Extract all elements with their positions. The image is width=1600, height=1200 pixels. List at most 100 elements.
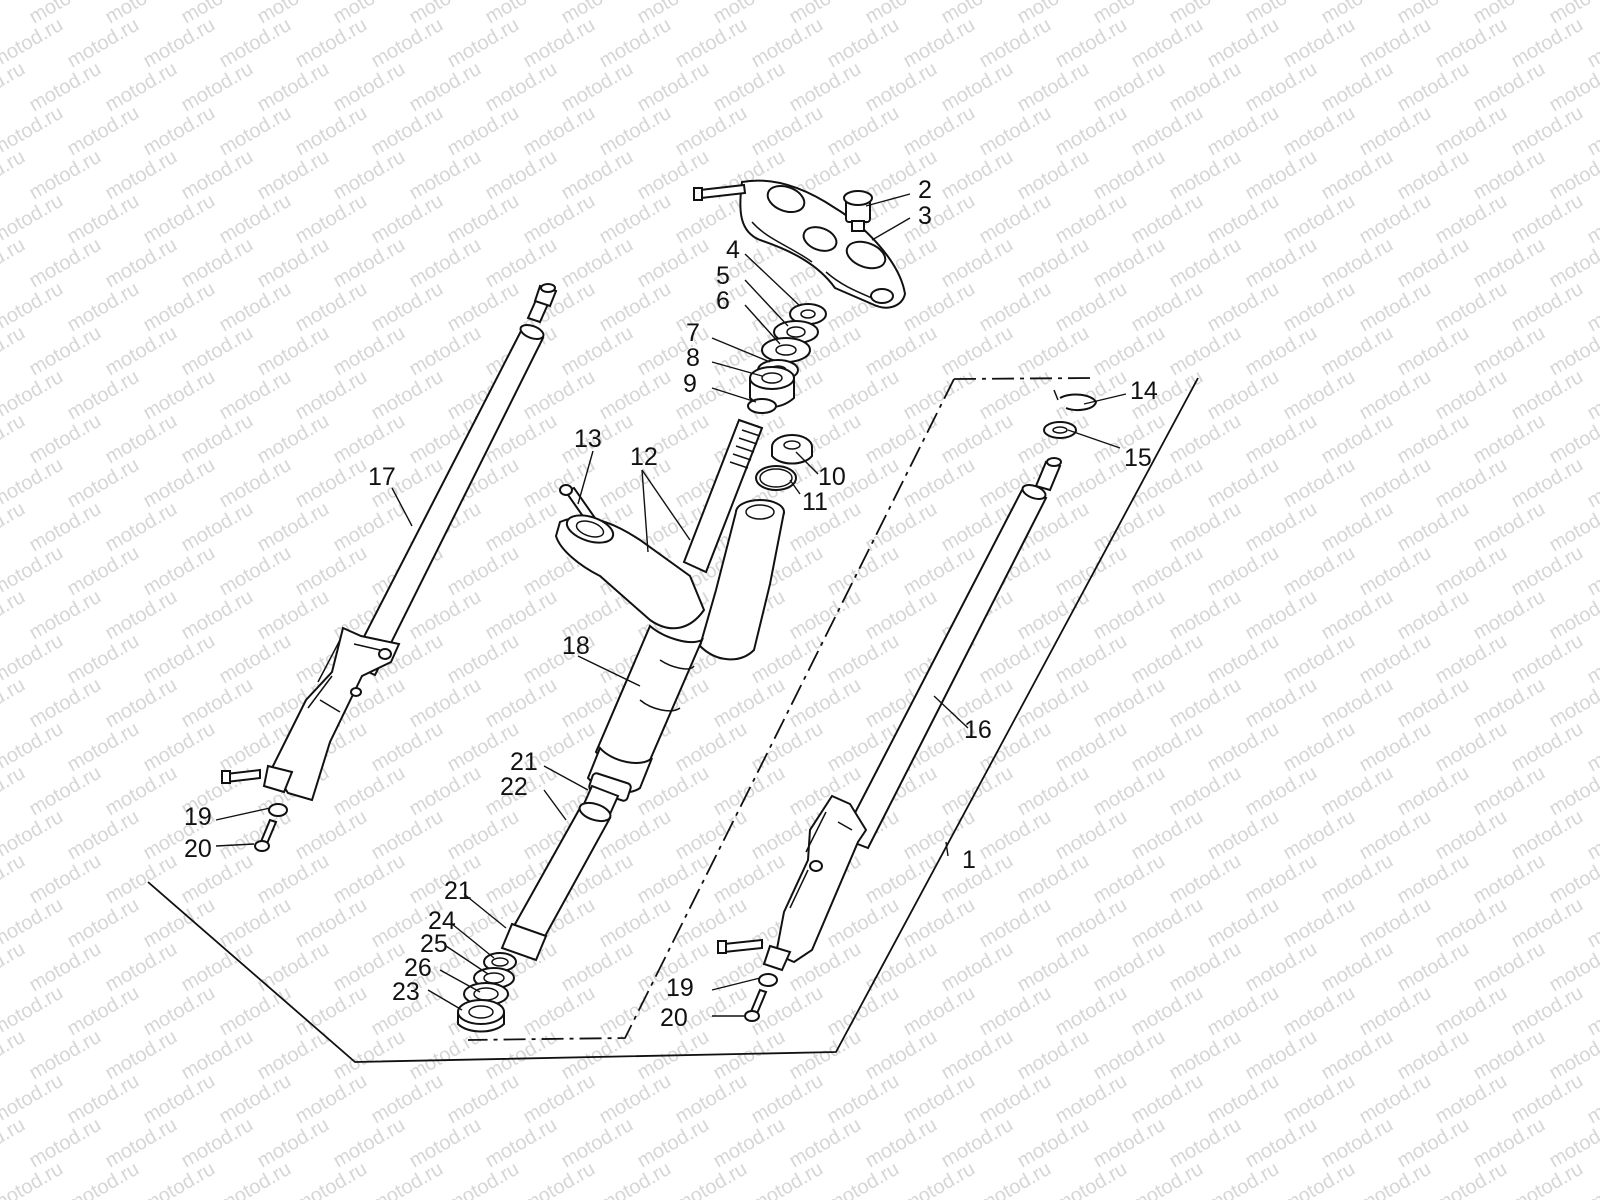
watermark-text: motod.ru bbox=[406, 674, 485, 733]
watermark-text: motod.ru bbox=[976, 14, 1055, 73]
watermark-text: motod.ru bbox=[1166, 146, 1245, 205]
watermark-text: motod.ru bbox=[140, 366, 219, 425]
watermark-text: motod.ru bbox=[0, 1026, 29, 1085]
watermark-text: motod.ru bbox=[1394, 58, 1473, 117]
watermark-text: motod.ru bbox=[672, 278, 751, 337]
watermark-text: motod.ru bbox=[1242, 234, 1321, 293]
watermark-text: motod.ru bbox=[1584, 454, 1600, 513]
watermark-text: motod.ru bbox=[748, 14, 827, 73]
watermark-text: motod.ru bbox=[64, 1070, 143, 1129]
watermark-text: motod.ru bbox=[1280, 1070, 1359, 1129]
watermark-text: motod.ru bbox=[938, 1114, 1017, 1173]
watermark-text: motod.ru bbox=[1394, 850, 1473, 909]
watermark-text: motod.ru bbox=[1128, 982, 1207, 1041]
watermark-text: motod.ru bbox=[292, 14, 371, 73]
watermark-text: motod.ru bbox=[26, 146, 105, 205]
watermark-text: motod.ru bbox=[1128, 278, 1207, 337]
watermark-text: motod.ru bbox=[64, 806, 143, 865]
watermark-text: motod.ru bbox=[1090, 1114, 1169, 1173]
watermark-text: motod.ru bbox=[1052, 1070, 1131, 1129]
watermark-text: motod.ru bbox=[1470, 586, 1549, 645]
watermark-text: motod.ru bbox=[140, 190, 219, 249]
watermark-text: motod.ru bbox=[102, 762, 181, 821]
watermark-text: motod.ru bbox=[64, 1158, 143, 1200]
watermark-text: motod.ru bbox=[102, 938, 181, 997]
watermark-text: motod.ru bbox=[900, 102, 979, 161]
watermark-text: motod.ru bbox=[976, 894, 1055, 953]
watermark-text: motod.ru bbox=[862, 410, 941, 469]
watermark-text: motod.ru bbox=[254, 938, 333, 997]
watermark-text: motod.ru bbox=[1090, 938, 1169, 997]
watermark-text: motod.ru bbox=[178, 146, 257, 205]
lower-bearing-stack bbox=[457, 952, 517, 1033]
watermark-text: motod.ru bbox=[938, 58, 1017, 117]
watermark-text: motod.ru bbox=[140, 718, 219, 777]
watermark-text: motod.ru bbox=[1014, 1114, 1093, 1173]
watermark-text: motod.ru bbox=[1090, 674, 1169, 733]
watermark-text: motod.ru bbox=[1318, 586, 1397, 645]
watermark-text: motod.ru bbox=[824, 542, 903, 601]
watermark-text: motod.ru bbox=[1432, 542, 1511, 601]
watermark-text: motod.ru bbox=[1014, 58, 1093, 117]
watermark-text: motod.ru bbox=[1318, 58, 1397, 117]
watermark-text: motod.ru bbox=[596, 278, 675, 337]
watermark-text: motod.ru bbox=[1394, 674, 1473, 733]
watermark-text: motod.ru bbox=[102, 58, 181, 117]
watermark-text: motod.ru bbox=[178, 322, 257, 381]
watermark-text: motod.ru bbox=[1432, 982, 1511, 1041]
watermark-text: motod.ru bbox=[1242, 498, 1321, 557]
watermark-text: motod.ru bbox=[178, 498, 257, 557]
watermark-text: motod.ru bbox=[634, 1114, 713, 1173]
watermark-text: motod.ru bbox=[1090, 850, 1169, 909]
watermark-text: motod.ru bbox=[1280, 894, 1359, 953]
watermark-text: motod.ru bbox=[368, 718, 447, 777]
watermark-text: motod.ru bbox=[1090, 1026, 1169, 1085]
watermark-text: motod.ru bbox=[1242, 938, 1321, 997]
watermark-text: motod.ru bbox=[1318, 498, 1397, 557]
watermark-text: motod.ru bbox=[558, 146, 637, 205]
watermark-text: motod.ru bbox=[596, 366, 675, 425]
watermark-text: motod.ru bbox=[862, 1114, 941, 1173]
watermark-text: motod.ru bbox=[0, 586, 29, 645]
watermark-text: motod.ru bbox=[1014, 146, 1093, 205]
watermark-text: motod.ru bbox=[976, 630, 1055, 689]
watermark-text: motod.ru bbox=[0, 146, 29, 205]
watermark-text: motod.ru bbox=[520, 14, 599, 73]
watermark-text: motod.ru bbox=[786, 1026, 865, 1085]
watermark-text: motod.ru bbox=[368, 14, 447, 73]
watermark-text: motod.ru bbox=[1052, 982, 1131, 1041]
watermark-text: motod.ru bbox=[1470, 674, 1549, 733]
upper-triple-clamp bbox=[693, 179, 907, 309]
watermark-text: motod.ru bbox=[102, 586, 181, 645]
watermark-text: motod.ru bbox=[254, 498, 333, 557]
watermark-text: motod.ru bbox=[368, 1158, 447, 1200]
watermark-text: motod.ru bbox=[1470, 498, 1549, 557]
assembly-frame bbox=[147, 377, 1199, 1063]
watermark-text: motod.ru bbox=[406, 1114, 485, 1173]
callout-22: 22 bbox=[500, 773, 528, 801]
watermark-text: motod.ru bbox=[1128, 14, 1207, 73]
watermark-text: motod.ru bbox=[0, 498, 29, 557]
watermark-text: motod.ru bbox=[1508, 1158, 1587, 1200]
callout-15: 15 bbox=[1124, 444, 1152, 472]
watermark-text: motod.ru bbox=[292, 1158, 371, 1200]
watermark-text: motod.ru bbox=[596, 102, 675, 161]
watermark-text: motod.ru bbox=[216, 630, 295, 689]
watermark-text: motod.ru bbox=[786, 58, 865, 117]
watermark-text: motod.ru bbox=[1318, 410, 1397, 469]
watermark-text: motod.ru bbox=[1128, 1070, 1207, 1129]
watermark-text: motod.ru bbox=[1204, 1070, 1283, 1129]
watermark-text: motod.ru bbox=[1090, 586, 1169, 645]
callout-5: 5 bbox=[716, 262, 730, 290]
watermark-text: motod.ru bbox=[1318, 674, 1397, 733]
watermark-text: motod.ru bbox=[938, 146, 1017, 205]
watermark-text: motod.ru bbox=[824, 894, 903, 953]
watermark-text: motod.ru bbox=[1090, 234, 1169, 293]
watermark-text: motod.ru bbox=[1508, 718, 1587, 777]
watermark-text: motod.ru bbox=[938, 322, 1017, 381]
watermark-text: motod.ru bbox=[976, 366, 1055, 425]
watermark-text: motod.ru bbox=[1470, 850, 1549, 909]
watermark-text: motod.ru bbox=[1052, 1158, 1131, 1200]
watermark-text: motod.ru bbox=[1128, 806, 1207, 865]
